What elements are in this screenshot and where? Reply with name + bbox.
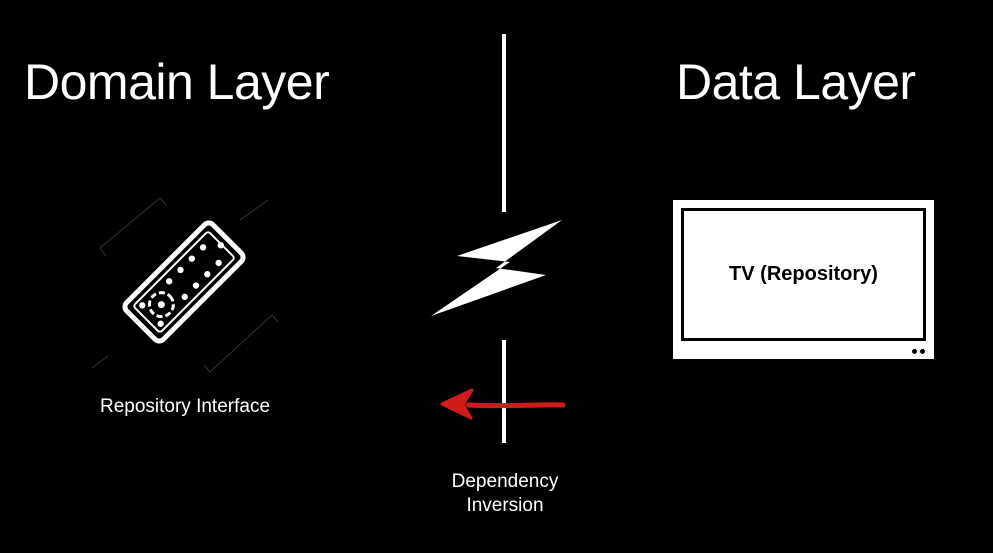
domain-layer-title: Domain Layer	[24, 54, 330, 110]
repository-interface-caption: Repository Interface	[99, 396, 271, 417]
arrow-left-icon	[440, 388, 566, 420]
dependency-inversion-caption: Dependency Inversion	[451, 471, 559, 516]
tv-indicator-dot	[920, 349, 925, 354]
tv-repository-label: TV (Repository)	[729, 263, 878, 285]
tv-indicator-dot	[912, 349, 917, 354]
data-layer-title: Data Layer	[676, 54, 916, 110]
tv-icon: TV (Repository)	[673, 200, 934, 359]
remote-control-icon	[91, 197, 279, 373]
tv-screen: TV (Repository)	[681, 208, 926, 341]
lightning-bolt-icon	[431, 220, 562, 316]
